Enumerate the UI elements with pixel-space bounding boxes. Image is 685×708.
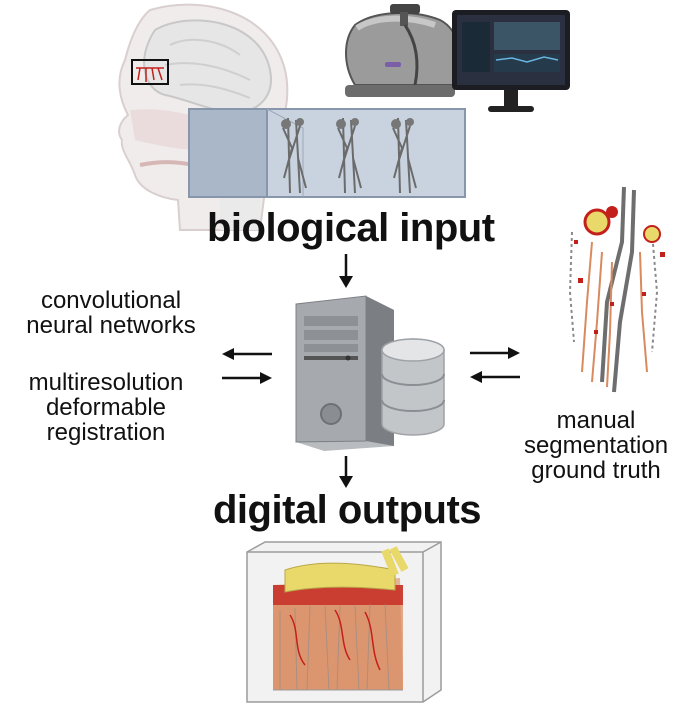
cnn-label: convolutional neural networks [6, 288, 216, 338]
arrow-left-icon [470, 371, 520, 383]
arrow-down-icon [339, 456, 353, 488]
database-icon [381, 338, 445, 436]
arrow-left-icon [222, 348, 272, 360]
registration-line-1: multiresolution [28, 369, 184, 396]
registration-line-3: registration [46, 419, 166, 446]
registration-line-2: deformable [45, 394, 167, 421]
registration-label: multiresolution deformable registration [6, 370, 206, 445]
ground-truth-line-3: ground truth [531, 457, 661, 484]
ground-truth-line-2: segmentation [523, 432, 669, 459]
volume-render-icon [246, 541, 442, 703]
arrow-down-icon [339, 254, 353, 288]
cnn-line-1: convolutional [40, 287, 182, 314]
arrow-right-icon [470, 347, 520, 359]
tissue-slide-icon [188, 108, 466, 198]
computer-tower-icon [295, 295, 394, 451]
cnn-line-2: neural networks [26, 312, 196, 339]
ground-truth-label: manual segmentation ground truth [510, 408, 682, 483]
microscope-icon [345, 4, 461, 97]
ground-truth-line-1: manual [556, 407, 636, 434]
biological-input-label: biological input [207, 206, 495, 250]
digital-outputs-label: digital outputs [213, 488, 482, 532]
monitor-icon [452, 10, 570, 112]
segmentation-image-icon [568, 186, 665, 393]
arrow-right-icon [222, 372, 272, 384]
